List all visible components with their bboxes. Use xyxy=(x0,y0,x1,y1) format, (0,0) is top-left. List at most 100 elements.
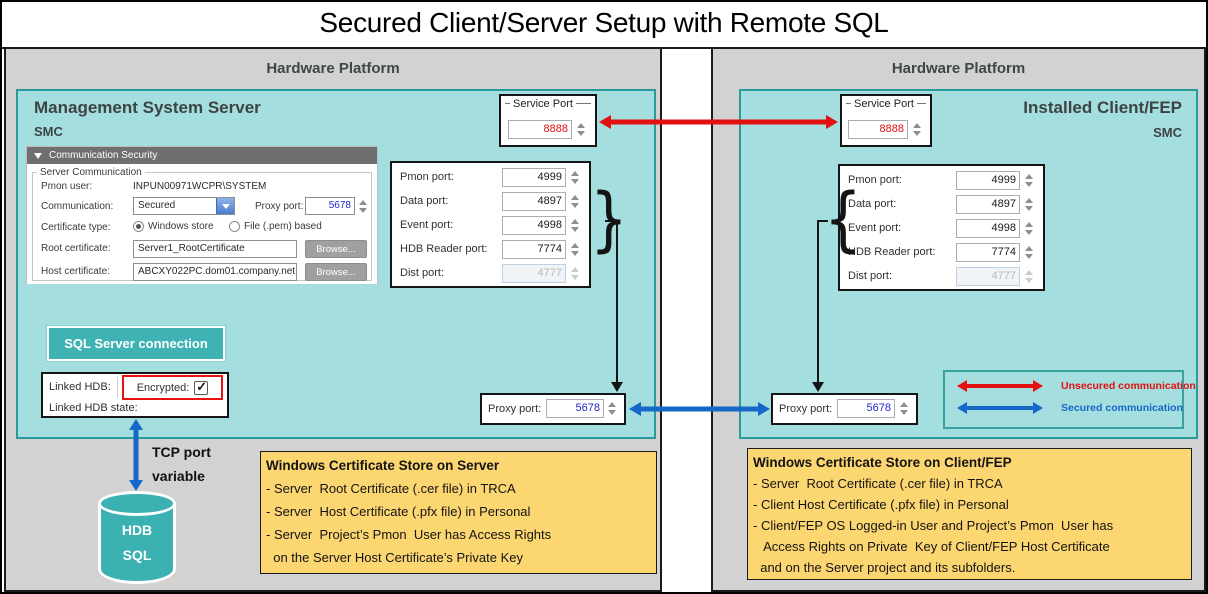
unsecured-label: Unsecured communication xyxy=(1061,380,1196,392)
event-port-input[interactable]: 4998 xyxy=(502,216,566,235)
server-communication-group: Server Communication Pmon user: INPUN009… xyxy=(32,167,372,281)
left-platform-label: Hardware Platform xyxy=(266,60,400,77)
cylinder-label: HDB SQL xyxy=(98,518,176,568)
client-subtitle: SMC xyxy=(1153,125,1182,140)
service-port-spinner[interactable] xyxy=(911,120,923,139)
left-proxy-port-box: Proxy port: 5678 xyxy=(480,393,626,425)
spinner[interactable] xyxy=(569,168,581,187)
pmon-port-input[interactable]: 4999 xyxy=(956,171,1020,190)
data-port-input[interactable]: 4897 xyxy=(502,192,566,211)
service-port-legend: Service Port xyxy=(501,96,595,111)
arrow-down-icon xyxy=(812,382,824,392)
sql-server-connection-button[interactable]: SQL Server connection xyxy=(47,326,225,361)
proxy-port-spinner[interactable] xyxy=(898,399,910,418)
right-service-port-box: Service Port 8888 xyxy=(840,94,932,147)
spinner[interactable] xyxy=(569,216,581,235)
dist-port-label: Dist port: xyxy=(848,270,893,282)
panel-proxy-port-label: Proxy port: xyxy=(255,201,304,212)
pmon-port-input[interactable]: 4999 xyxy=(502,168,566,187)
radio-file-pem-label: File (.pem) based xyxy=(244,221,322,232)
spinner[interactable] xyxy=(1023,219,1035,238)
cylinder-top xyxy=(98,491,176,516)
communication-dropdown[interactable]: Secured xyxy=(133,197,235,215)
radio-icon xyxy=(229,221,240,232)
chevron-down-icon xyxy=(221,203,230,209)
proxy-port-spinner[interactable] xyxy=(606,399,618,418)
service-port-label: Service Port xyxy=(854,97,914,110)
data-port-input[interactable]: 4897 xyxy=(956,195,1020,214)
root-certificate-label: Root certificate: xyxy=(41,243,111,254)
note-title: Windows Certificate Store on Client/FEP xyxy=(753,455,1012,470)
panel-header[interactable]: Communication Security xyxy=(27,147,377,164)
linked-hdb-label: Linked HDB: xyxy=(49,381,111,393)
server-subtitle: SMC xyxy=(34,124,63,139)
dist-port-input: 4777 xyxy=(956,267,1020,286)
spinner[interactable] xyxy=(569,240,581,259)
note-line: and on the Server project and its subfol… xyxy=(753,560,1016,575)
radio-windows-store-label: Windows store xyxy=(148,221,214,232)
data-port-label: Data port: xyxy=(400,195,449,207)
secured-arrow-icon xyxy=(957,402,1043,414)
event-port-input[interactable]: 4998 xyxy=(956,219,1020,238)
encrypted-checkbox[interactable] xyxy=(194,379,209,395)
communication-security-panel: Communication Security Server Communicat… xyxy=(26,146,378,284)
hdb-reader-port-input[interactable]: 7774 xyxy=(956,243,1020,262)
left-service-port-box: Service Port 8888 xyxy=(499,94,597,147)
host-certificate-label: Host certificate: xyxy=(41,266,110,277)
proxy-port-input[interactable]: 5678 xyxy=(546,399,604,418)
arrow-down-icon xyxy=(611,382,623,392)
legend-unsecured-row: Unsecured communication xyxy=(957,380,1196,392)
note-line: - Client Host Certificate (.pfx file) in… xyxy=(753,497,1009,512)
spinner[interactable] xyxy=(1023,195,1035,214)
secured-proxy-port-arrow xyxy=(629,402,770,416)
proxy-port-label: Proxy port: xyxy=(488,403,542,415)
right-ports-box: Pmon port: 4999 Data port: 4897 Event po… xyxy=(838,164,1045,291)
communication-label: Communication: xyxy=(41,201,114,212)
radio-file-pem[interactable]: File (.pem) based xyxy=(229,221,322,232)
page-title: Secured Client/Server Setup with Remote … xyxy=(319,7,889,38)
spinner[interactable] xyxy=(1023,171,1035,190)
dist-port-input: 4777 xyxy=(502,264,566,283)
secured-label: Secured communication xyxy=(1061,402,1183,414)
service-port-label: Service Port xyxy=(513,97,573,110)
spinner[interactable] xyxy=(569,192,581,211)
service-port-input[interactable]: 8888 xyxy=(848,120,908,139)
linked-hdb-state-label: Linked HDB state: xyxy=(49,402,138,414)
proxy-port-input[interactable]: 5678 xyxy=(837,399,895,418)
left-ports-box: Pmon port: 4999 Data port: 4897 Event po… xyxy=(390,161,591,288)
root-certificate-input[interactable]: Server1_RootCertificate xyxy=(133,240,297,258)
server-title: Management System Server xyxy=(34,98,261,117)
unsecured-service-port-arrow xyxy=(599,115,838,129)
hdb-sql-database-cylinder: HDB SQL xyxy=(98,491,176,584)
tcp-note-line2: variable xyxy=(152,468,205,484)
host-certificate-input[interactable]: ABCXY022PC.dom01.company.net xyxy=(133,263,297,281)
root-certificate-browse-button[interactable]: Browse... xyxy=(305,240,367,258)
service-port-input[interactable]: 8888 xyxy=(508,120,572,139)
panel-proxy-port-spinner[interactable] xyxy=(357,197,369,215)
dist-port-label: Dist port: xyxy=(400,267,445,279)
spinner[interactable] xyxy=(1023,243,1035,262)
pmon-user-value: INPUN00971WCPR\SYSTEM xyxy=(133,181,267,192)
right-platform-label: Hardware Platform xyxy=(891,60,1026,77)
tcp-port-note: TCP port variable xyxy=(152,440,211,488)
hdb-reader-port-label: HDB Reader port: xyxy=(400,243,488,255)
note-line: - Server Root Certificate (.cer file) in… xyxy=(266,481,516,496)
panel-header-label: Communication Security xyxy=(49,150,158,161)
panel-proxy-port-input[interactable]: 5678 xyxy=(305,197,355,215)
radio-icon xyxy=(133,221,144,232)
host-certificate-browse-button[interactable]: Browse... xyxy=(305,263,367,281)
dropdown-button[interactable] xyxy=(216,198,234,214)
linked-hdb-box: Linked HDB: Encrypted: Linked HDB state: xyxy=(41,372,229,418)
client-cert-store-note: Windows Certificate Store on Client/FEP … xyxy=(747,448,1192,580)
hdb-reader-port-input[interactable]: 7774 xyxy=(502,240,566,259)
right-proxy-port-box: Proxy port: 5678 xyxy=(771,393,918,425)
secured-vertical-arrow xyxy=(128,419,144,491)
client-title: Installed Client/FEP xyxy=(1023,98,1182,117)
certificate-type-label: Certificate type: xyxy=(41,222,111,233)
service-port-spinner[interactable] xyxy=(575,120,587,139)
note-line: - Client/FEP OS Logged-in User and Proje… xyxy=(753,518,1114,533)
divider xyxy=(117,377,118,398)
radio-windows-store[interactable]: Windows store xyxy=(133,221,214,232)
spinner xyxy=(1023,267,1035,286)
